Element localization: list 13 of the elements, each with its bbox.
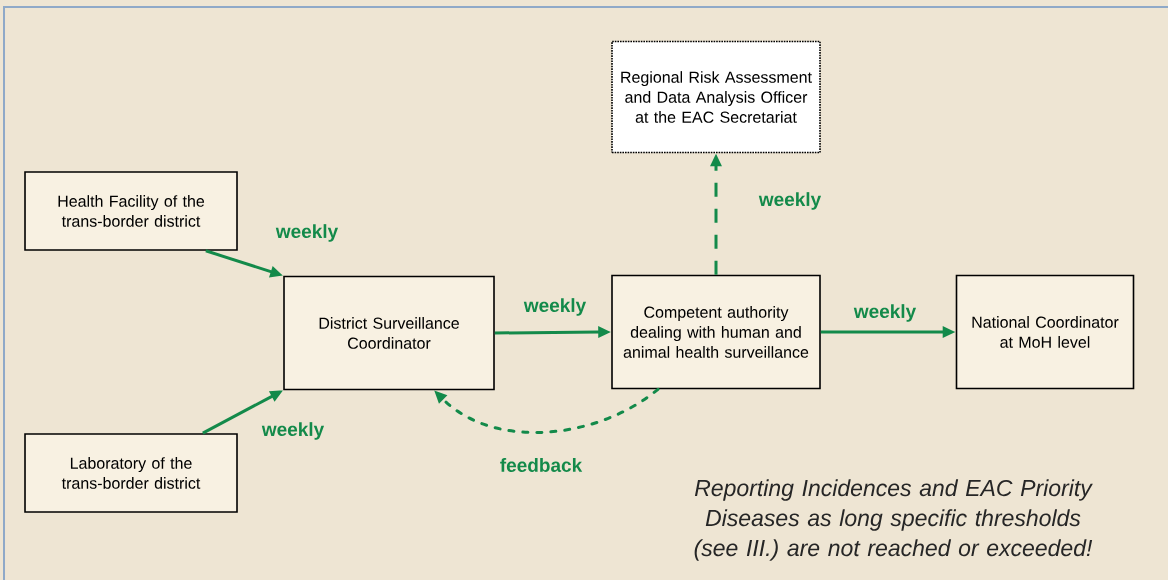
edge-label: weekly [261, 422, 325, 440]
note: Reporting Incidences and EAC Priority Diseases as long specific thresholds (see III.) are not reached or exceeded! [694, 479, 1093, 561]
edge-label: weekly [853, 304, 917, 322]
process-box: National Coordinator at MoH level [955, 274, 1135, 390]
edge-label: weekly [275, 224, 339, 242]
process-box: District Surveillance Coordinator [283, 275, 495, 391]
process-box: Competent authority dealing with human and animal health surveillance [611, 274, 821, 390]
edge-label: feedback [500, 458, 583, 472]
process-box: Health Facility of the trans-border district [24, 171, 238, 251]
edge-label: weekly [523, 298, 587, 316]
edge-label: weekly [758, 192, 822, 210]
process-box: Laboratory of the trans-border district [24, 433, 238, 513]
dotted-box: Regional Risk Assessment and Data Analysis Officer at the EAC Secretariat [611, 40, 821, 154]
